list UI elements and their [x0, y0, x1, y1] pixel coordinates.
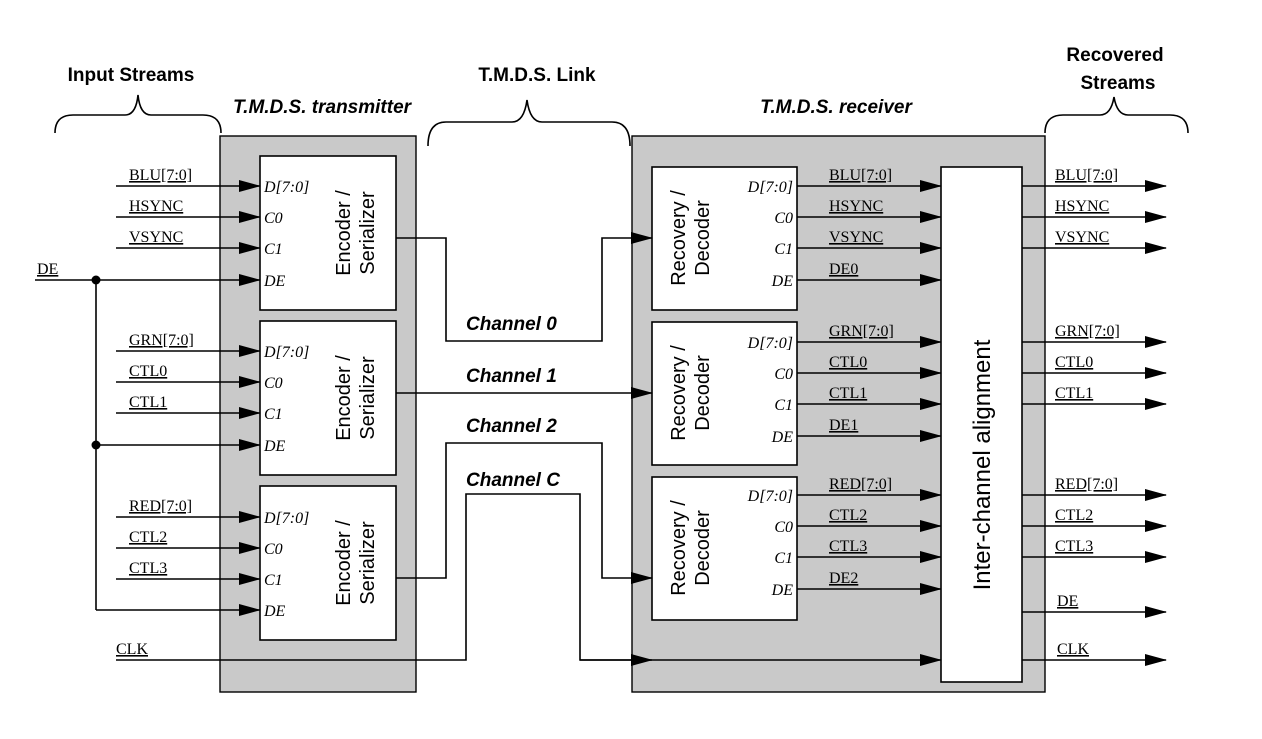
rx-port-2-3: DE	[771, 582, 794, 599]
output-de-label: DE	[1057, 593, 1078, 610]
rx-port-0-1: C0	[774, 210, 793, 227]
channel-0-wire	[396, 232, 653, 342]
channel-c-label: Channel C	[466, 470, 560, 491]
tx-port-0-3: DE	[263, 273, 286, 290]
receiver-header: T.M.D.S. receiver	[760, 97, 913, 118]
input-signal-1-2: CTL1	[129, 394, 167, 411]
tx-port-1-3: DE	[263, 438, 286, 455]
inter-channel-alignment-label: Inter-channel alignment	[969, 339, 996, 590]
rx-port-0-3: DE	[771, 273, 794, 290]
encoder-label-line1-0: Encoder /	[333, 190, 355, 276]
output-signal-0-2: VSYNC	[1055, 229, 1109, 246]
link-brace	[427, 99, 631, 147]
output-signal-0-1: HSYNC	[1055, 198, 1109, 215]
rx-signal-1-0: GRN[7:0]	[829, 323, 894, 340]
rx-signal-2-0: RED[7:0]	[829, 476, 892, 493]
rx-signal-2-3: DE2	[829, 570, 858, 587]
de-input-label: DE	[37, 261, 58, 278]
input-signal-1-0: GRN[7:0]	[129, 332, 194, 349]
rx-signal-0-0: BLU[7:0]	[829, 167, 892, 184]
tx-port-1-0: D[7:0]	[263, 344, 309, 361]
output-signal-0-0: BLU[7:0]	[1055, 167, 1118, 184]
output-signal-2-0: RED[7:0]	[1055, 476, 1118, 493]
input-signal-2-1: CTL2	[129, 529, 167, 546]
input-signal-0-1: HSYNC	[129, 198, 183, 215]
rx-signal-2-2: CTL3	[829, 538, 867, 555]
input-signal-2-2: CTL3	[129, 560, 167, 577]
de-junction-dot-1	[91, 440, 101, 450]
rx-port-2-2: C1	[774, 550, 793, 567]
encoder-serializer-block-1	[259, 320, 397, 476]
rx-port-2-0: D[7:0]	[747, 488, 793, 505]
input-signal-0-0: BLU[7:0]	[129, 167, 192, 184]
de-junction-dot-0	[91, 275, 101, 285]
rx-port-1-2: C1	[774, 397, 793, 414]
channel-2-label: Channel 2	[466, 416, 557, 437]
tx-port-2-3: DE	[263, 603, 286, 620]
output-signal-2-2: CTL3	[1055, 538, 1093, 555]
recovered-streams-header-line2: Streams	[1081, 73, 1156, 94]
recovery-decoder-block-2	[651, 476, 798, 621]
rx-signal-0-1: HSYNC	[829, 198, 883, 215]
rx-port-2-1: C0	[774, 519, 793, 536]
output-signal-1-1: CTL0	[1055, 354, 1093, 371]
recovered-streams-brace	[1044, 96, 1189, 134]
rx-signal-2-1: CTL2	[829, 507, 867, 524]
decoder-label-line1-1: Recovery /	[668, 345, 690, 441]
output-signal-2-1: CTL2	[1055, 507, 1093, 524]
input-streams-header: Input Streams	[68, 65, 195, 86]
link-header: T.M.D.S. Link	[478, 65, 596, 86]
encoder-serializer-block-2	[259, 485, 397, 641]
decoder-label-line2-1: Decoder	[692, 355, 714, 431]
rx-signal-1-1: CTL0	[829, 354, 867, 371]
encoder-label-line1-2: Encoder /	[333, 520, 355, 606]
rx-port-1-3: DE	[771, 429, 794, 446]
decoder-label-line2-2: Decoder	[692, 510, 714, 586]
input-signal-1-1: CTL0	[129, 363, 167, 380]
rx-port-0-2: C1	[774, 241, 793, 258]
tx-port-2-0: D[7:0]	[263, 510, 309, 527]
tx-port-1-1: C0	[264, 375, 283, 392]
encoder-label-line2-2: Serializer	[357, 521, 379, 605]
rx-port-1-0: D[7:0]	[747, 335, 793, 352]
decoder-label-line2-0: Decoder	[692, 200, 714, 276]
input-signal-0-2: VSYNC	[129, 229, 183, 246]
rx-port-1-1: C0	[774, 366, 793, 383]
input-signal-2-0: RED[7:0]	[129, 498, 192, 515]
rx-signal-1-3: DE1	[829, 417, 858, 434]
output-signal-1-0: GRN[7:0]	[1055, 323, 1120, 340]
transmitter-header: T.M.D.S. transmitter	[233, 97, 413, 118]
tx-port-0-0: D[7:0]	[263, 179, 309, 196]
tx-port-1-2: C1	[264, 406, 283, 423]
output-signal-1-2: CTL1	[1055, 385, 1093, 402]
input-streams-brace	[54, 94, 222, 134]
encoder-serializer-block-0	[259, 155, 397, 311]
rx-signal-0-3: DE0	[829, 261, 858, 278]
rx-signal-1-2: CTL1	[829, 385, 867, 402]
tx-port-2-2: C1	[264, 572, 283, 589]
channel-2-wire	[396, 442, 653, 584]
tx-port-0-2: C1	[264, 241, 283, 258]
recovered-streams-header-line1: Recovered	[1066, 45, 1163, 66]
decoder-label-line1-2: Recovery /	[668, 500, 690, 596]
encoder-label-line1-1: Encoder /	[333, 355, 355, 441]
decoder-label-line1-0: Recovery /	[668, 190, 690, 286]
clk-input-label: CLK	[116, 641, 148, 658]
encoder-label-line2-1: Serializer	[357, 356, 379, 440]
output-clk-label: CLK	[1057, 641, 1089, 658]
tx-port-2-1: C0	[264, 541, 283, 558]
channel-1-label: Channel 1	[466, 366, 557, 387]
rx-port-0-0: D[7:0]	[747, 179, 793, 196]
tx-port-0-1: C0	[264, 210, 283, 227]
recovery-decoder-block-1	[651, 321, 798, 466]
encoder-label-line2-0: Serializer	[357, 191, 379, 275]
channel-0-label: Channel 0	[466, 314, 557, 335]
inter-channel-alignment-block	[940, 166, 1023, 683]
rx-signal-0-2: VSYNC	[829, 229, 883, 246]
